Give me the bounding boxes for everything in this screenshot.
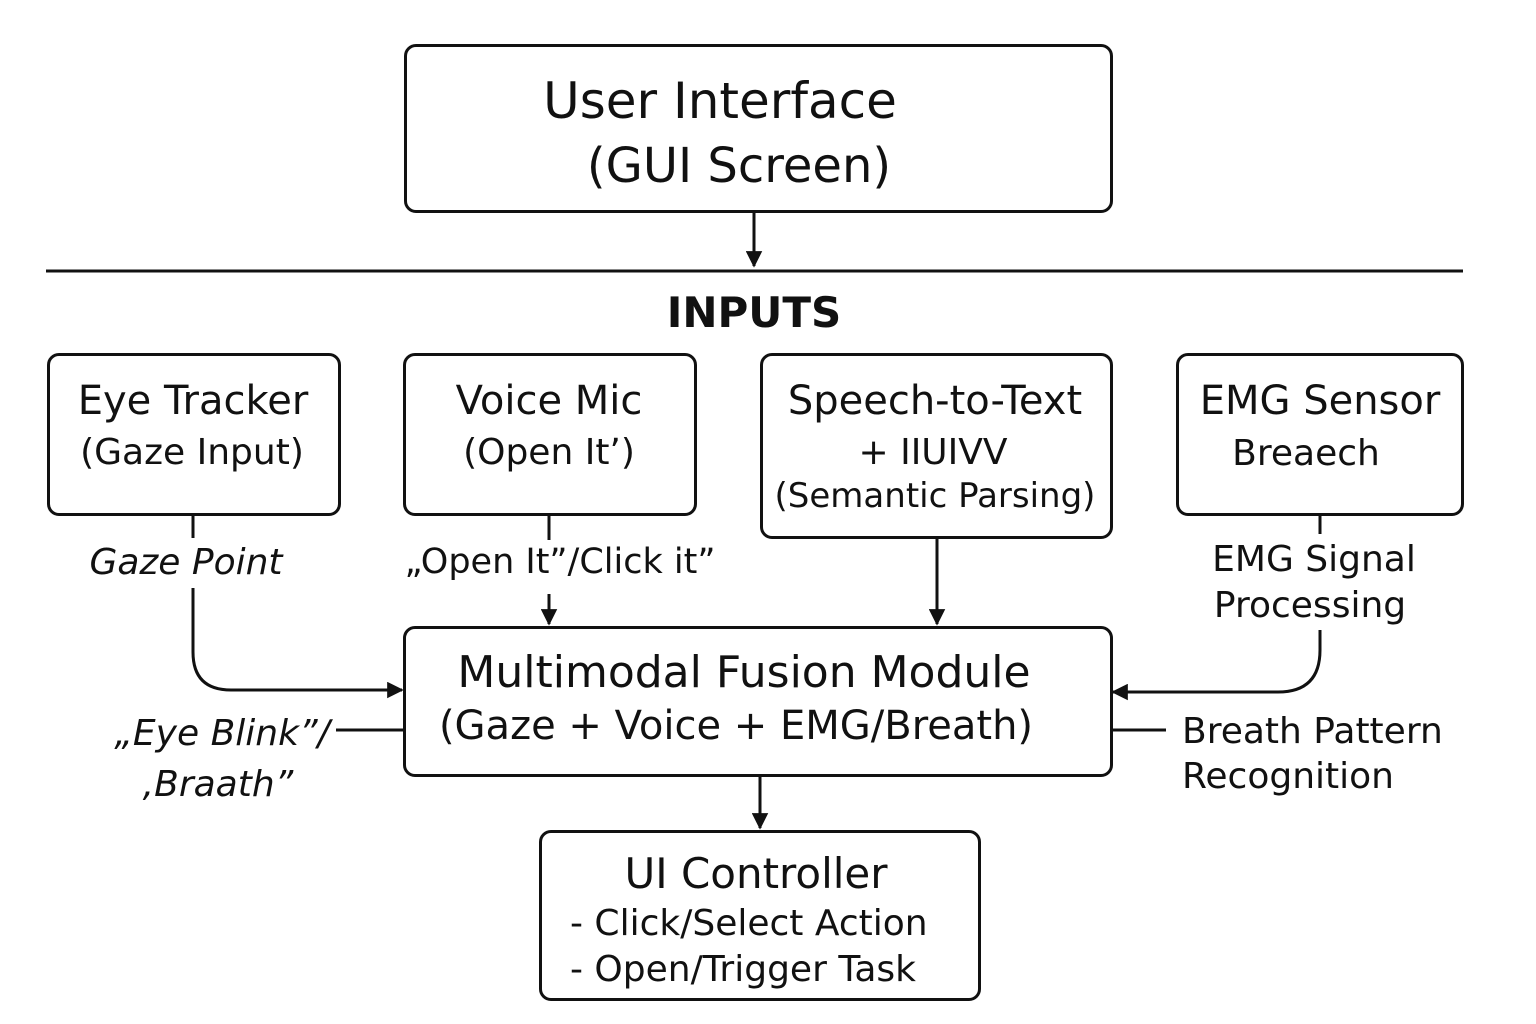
gaze-arrow — [191, 588, 404, 699]
ui-controller-item-click: - Click/Select Action — [570, 903, 928, 944]
ui-controller-item-open: - Open/Trigger Task — [570, 949, 917, 990]
eye-blink-label: „Eye Blink”/ — [114, 713, 330, 754]
voice-mic-title: Voice Mic — [455, 378, 643, 424]
eye-tracker-title: Eye Tracker — [77, 378, 309, 424]
fusion-module-box — [403, 626, 1113, 777]
speech-to-text-title: Speech-to-Text — [787, 378, 1083, 424]
speech-to-text-line2: + IIUIVV — [858, 432, 1008, 473]
recognition-label: Recognition — [1182, 756, 1394, 797]
speech-to-text-line3: (Semantic Parsing) — [774, 476, 1096, 516]
breath-label: ‚Braath” — [142, 764, 294, 805]
user-interface-subtitle: (GUI Screen) — [586, 138, 892, 194]
user-interface-title: User Interface — [543, 72, 897, 130]
emg-sensor-box — [1176, 353, 1464, 516]
voice-command-label: „Open It”/Click it” — [404, 542, 716, 582]
breath-pattern-label: Breath Pattern — [1182, 711, 1443, 752]
emg-sensor-title: EMG Sensor — [1199, 378, 1441, 424]
gaze-point-label: Gaze Point — [89, 542, 283, 583]
emg-processing-label: Processing — [1213, 585, 1407, 626]
eye-tracker-subtitle: (Gaze Input) — [80, 432, 304, 473]
fusion-module-subtitle: (Gaze + Voice + EMG/Breath) — [438, 703, 1034, 749]
voice-mic-box — [403, 353, 697, 516]
user-interface-box — [404, 44, 1113, 213]
speech-to-text-box — [760, 353, 1113, 539]
eye-tracker-box — [47, 353, 341, 516]
emg-sensor-subtitle: Breaech — [1232, 433, 1380, 474]
ui-controller-title: UI Controller — [624, 849, 888, 898]
voice-mic-subtitle: (Open It’) — [463, 432, 635, 473]
emg-signal-label: EMG Signal — [1212, 539, 1416, 580]
fusion-module-title: Multimodal Fusion Module — [457, 647, 1031, 698]
inputs-heading: INPUTS — [666, 288, 842, 337]
ui-controller-box — [539, 830, 981, 1001]
emg-arrow — [1111, 630, 1322, 701]
